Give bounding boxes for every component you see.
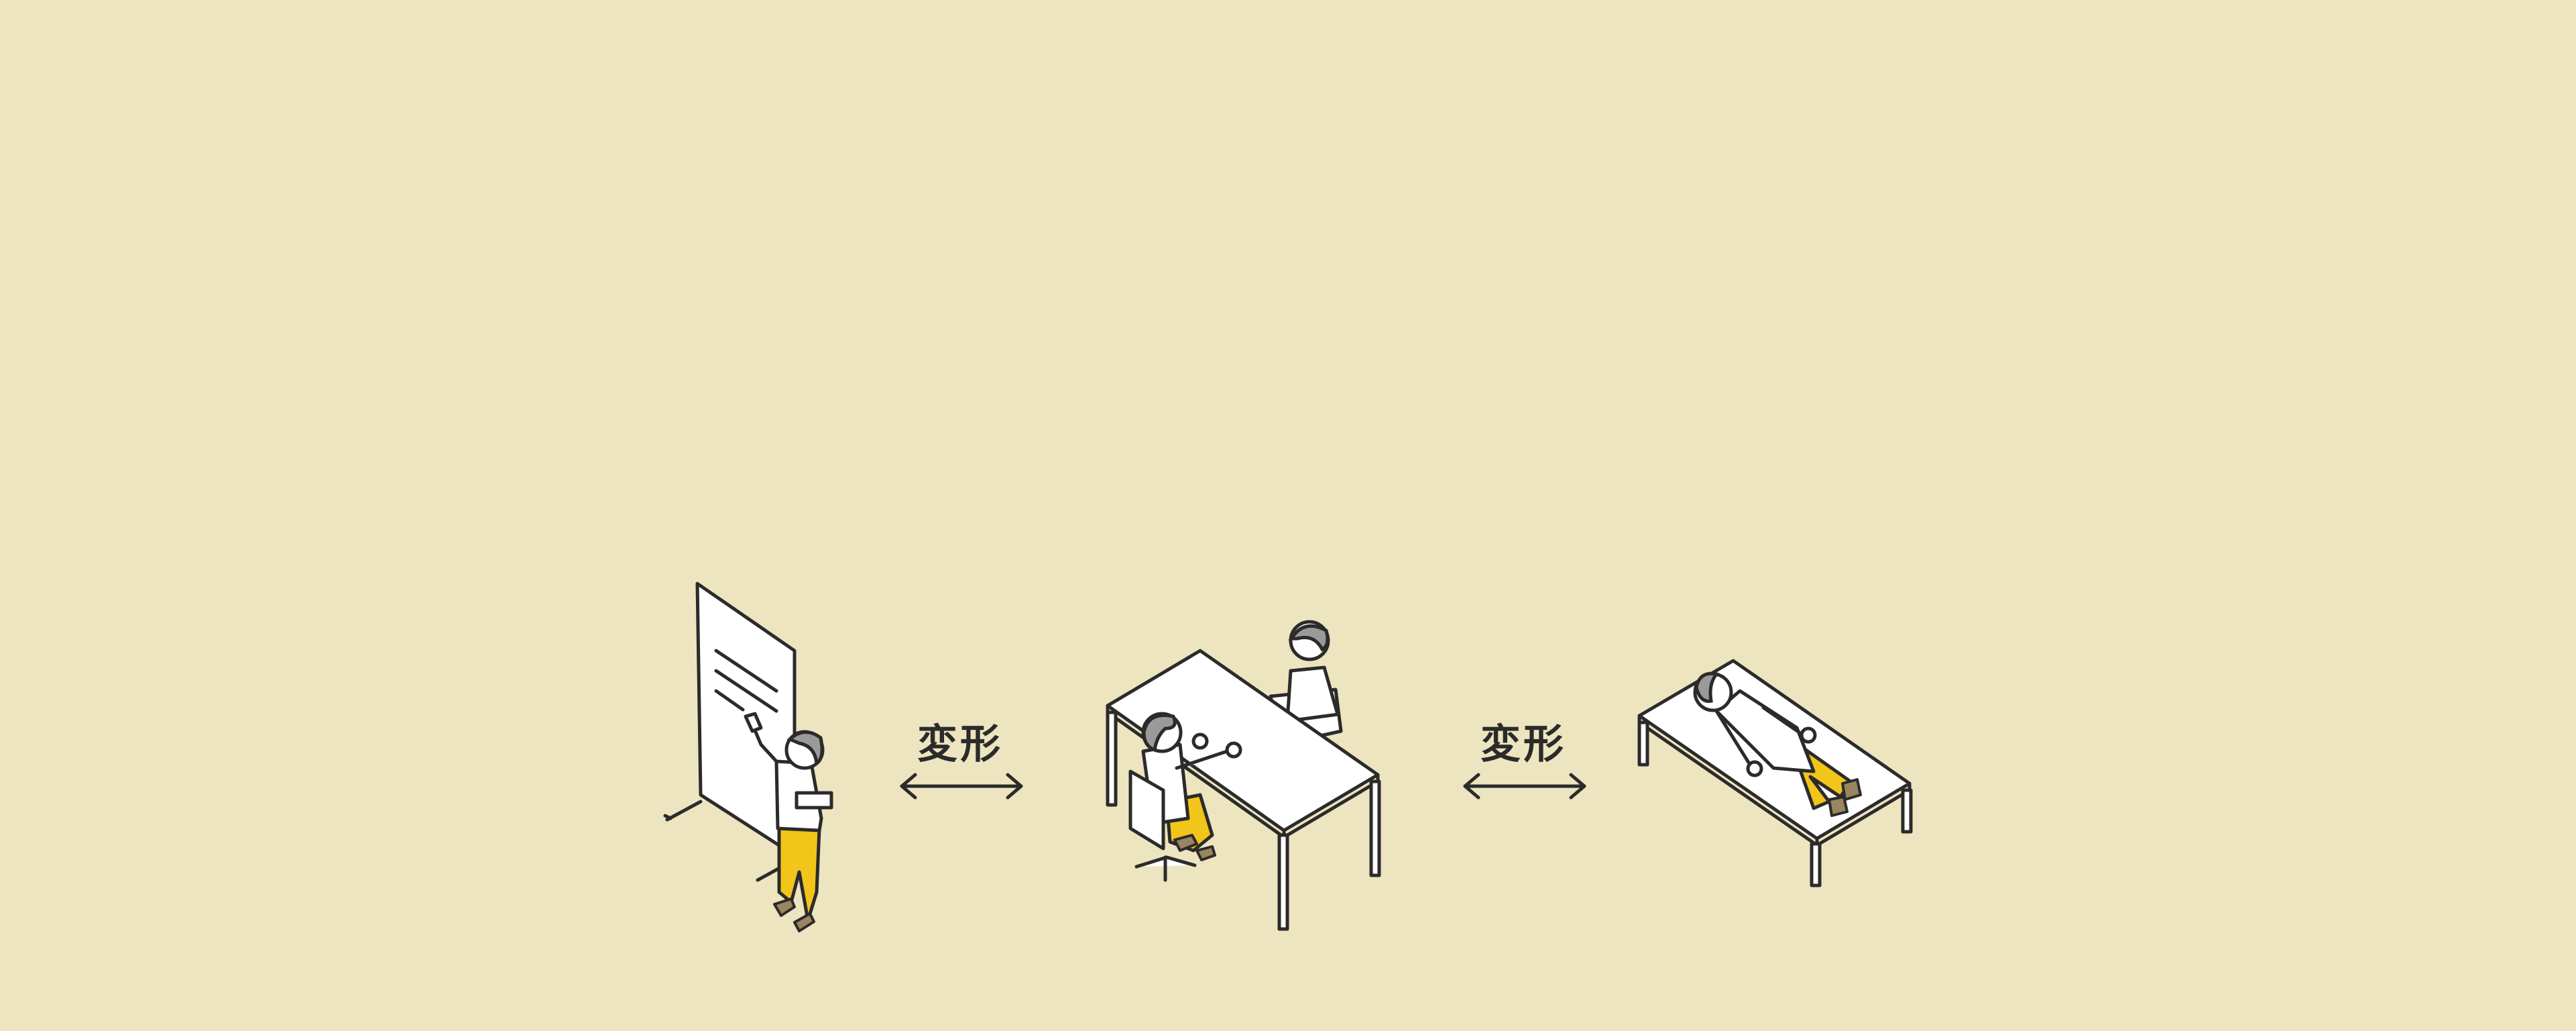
bed-leg xyxy=(1637,720,1649,767)
desk-leg xyxy=(1277,833,1289,931)
bed-leg xyxy=(1810,842,1822,887)
double-arrow-icon xyxy=(900,773,1023,800)
whiteboard-scene xyxy=(663,582,833,932)
desk-leg xyxy=(1106,710,1118,807)
standing-person xyxy=(744,712,833,932)
bed-leg xyxy=(1901,788,1913,834)
lying-person xyxy=(1693,671,1862,817)
seated-person xyxy=(1128,712,1242,882)
whiteboard-writing xyxy=(714,649,778,693)
transform-indicator-1: 変形 xyxy=(900,721,1023,800)
transform-label: 変形 xyxy=(1480,721,1566,768)
transform-indicator-2: 変形 xyxy=(1463,721,1586,800)
bed-scene xyxy=(1637,659,1913,887)
desk-leg xyxy=(1369,779,1381,877)
whiteboard-foot xyxy=(665,800,703,822)
transform-label: 変形 xyxy=(917,721,1003,768)
desk-scene xyxy=(1106,620,1381,931)
chair-back xyxy=(1128,769,1165,851)
double-arrow-icon xyxy=(1463,773,1586,800)
